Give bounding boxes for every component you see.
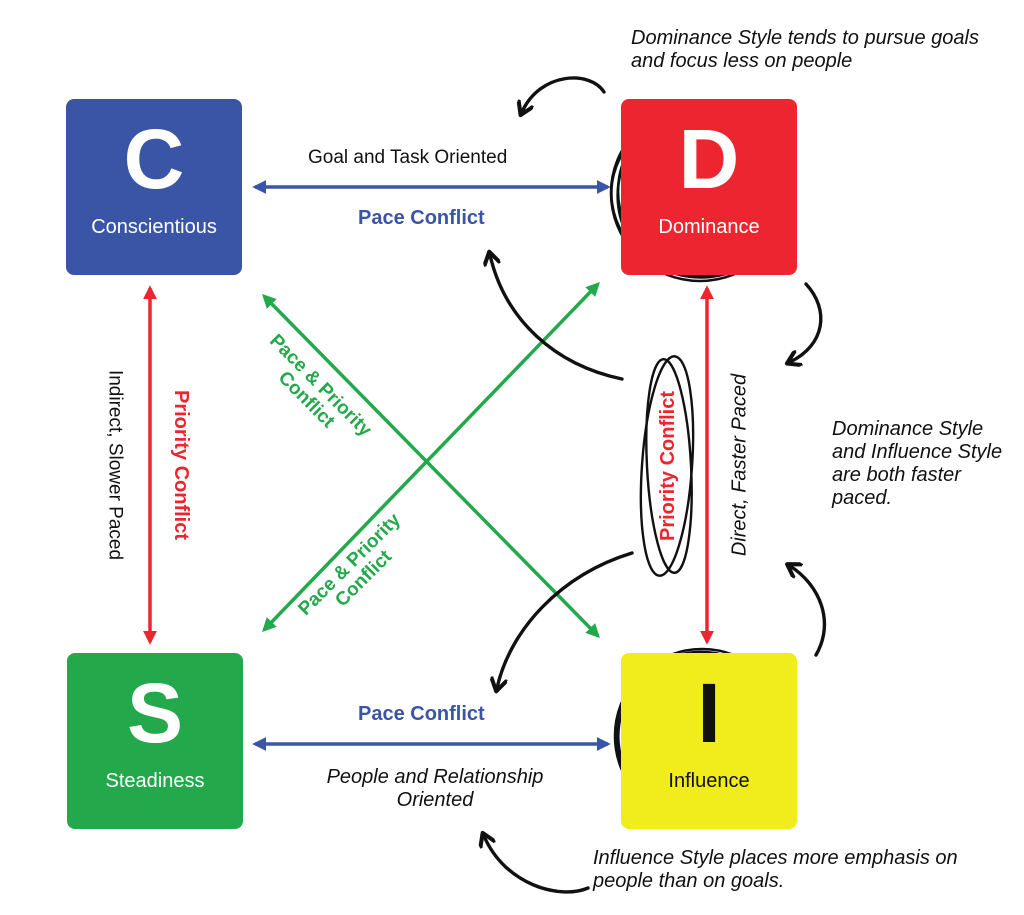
curved-arrow-to-d: [490, 255, 624, 381]
right-relation-label: Direct, Faster Paced: [728, 373, 751, 557]
conscientious-box: C Conscientious: [66, 99, 242, 275]
left-conflict-label: Priority Conflict: [170, 389, 192, 541]
c-name: Conscientious: [91, 216, 217, 238]
top-conflict-label: Pace Conflict: [358, 207, 485, 229]
curved-arrow-bottom: [484, 836, 590, 894]
priority-scribble-ellipse: [639, 355, 695, 577]
bottom-conflict-label: Pace Conflict: [358, 703, 485, 725]
steadiness-box: S Steadiness: [67, 653, 243, 829]
influence-note: Influence Style places more emphasis on …: [593, 847, 958, 892]
s-name: Steadiness: [105, 770, 205, 792]
dominance-box: D Dominance: [621, 99, 797, 275]
top-relation-label: Goal and Task Oriented: [308, 147, 508, 168]
d-name: Dominance: [658, 216, 760, 238]
d-letter: D: [678, 112, 740, 206]
curved-arrow-right-down: [790, 282, 823, 362]
both-faster-note: Dominance Style and Influence Style are …: [832, 418, 1003, 509]
curved-arrow-to-s: [497, 551, 634, 688]
i-name: Influence: [668, 770, 750, 792]
left-relation-label: Indirect, Slower Paced: [104, 369, 126, 561]
curved-arrow-top: [522, 76, 606, 112]
s-letter: S: [126, 666, 184, 760]
influence-box: I Influence: [621, 653, 797, 829]
bottom-relation-label: People and Relationship Oriented: [326, 766, 544, 811]
i-letter: I: [697, 666, 721, 760]
dominance-note: Dominance Style tends to pursue goals an…: [631, 27, 979, 72]
right-conflict-label: Priority Conflict: [657, 390, 679, 542]
curved-arrow-right-up: [790, 566, 827, 657]
diagonal-arrow-s-d: [262, 281, 600, 633]
c-letter: C: [123, 112, 185, 206]
